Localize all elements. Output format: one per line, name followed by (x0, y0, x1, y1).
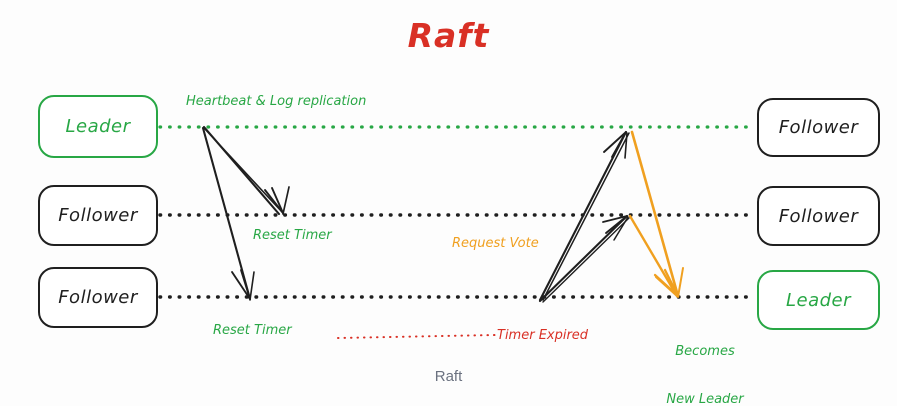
node-left-leader[interactable]: Leader (38, 95, 158, 158)
label-request-vote: Request Vote (452, 236, 539, 251)
arrow-vote-granted-from-row1 (630, 130, 684, 298)
node-left-follower-2[interactable]: Follower (38, 267, 158, 328)
label-becomes-new-leader: Becomes New Leader (640, 311, 770, 406)
node-label: Follower (58, 205, 138, 226)
node-label: Follower (58, 287, 138, 308)
arrow-vote-granted-from-row2 (628, 214, 679, 298)
node-label: Follower (778, 205, 859, 227)
arrow-heartbeat-to-follower-1 (202, 125, 290, 216)
node-label: Leader (65, 116, 131, 137)
arrow-heartbeat-to-follower-2 (201, 126, 255, 301)
label-becomes-new-leader-line1: Becomes (675, 343, 735, 359)
node-label: Leader (785, 289, 852, 311)
figure-caption: Raft (434, 368, 463, 385)
node-right-follower-2[interactable]: Follower (757, 186, 880, 246)
label-timer-expired: Timer Expired (497, 328, 589, 343)
node-label: Follower (778, 117, 859, 138)
label-heartbeat: Heartbeat & Log replication (186, 94, 367, 109)
arrow-request-vote-up-to-row1 (538, 130, 630, 302)
label-becomes-new-leader-line2: New Leader (666, 392, 744, 406)
node-right-leader[interactable]: Leader (757, 270, 880, 330)
label-reset-timer-1: Reset Timer (253, 228, 332, 243)
node-left-follower-1[interactable]: Follower (38, 185, 158, 246)
node-right-follower-1[interactable]: Follower (757, 98, 880, 157)
timer-expired-line (337, 334, 498, 339)
arrow-request-vote-up-to-row2 (538, 214, 630, 303)
label-reset-timer-2: Reset Timer (213, 323, 292, 338)
page-title: Raft (407, 16, 490, 55)
